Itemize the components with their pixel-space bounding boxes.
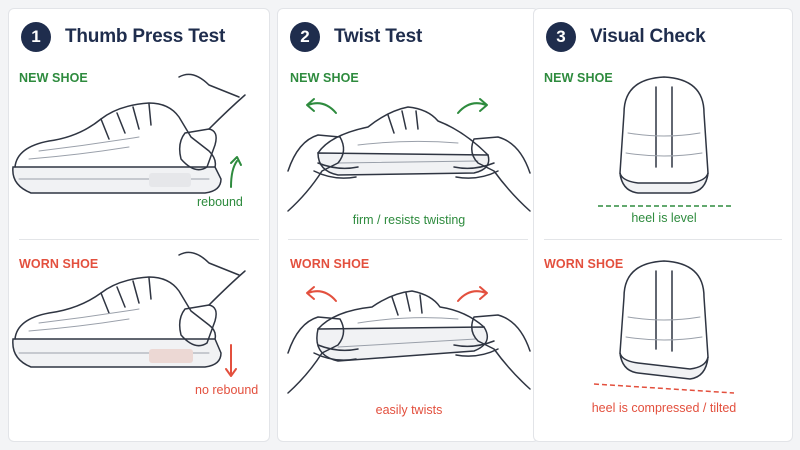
worn-shoe-label: WORN SHOE: [290, 257, 370, 271]
twist-right-arrow-icon: [457, 98, 488, 114]
worn-shoe-label: WORN SHOE: [544, 257, 624, 271]
panel-header: 2 Twist Test: [290, 21, 422, 53]
section-divider: [544, 239, 782, 240]
new-shoe-label: NEW SHOE: [544, 71, 613, 85]
panel-header: 3 Visual Check: [546, 21, 706, 53]
twist-left-arrow-icon: [306, 98, 337, 114]
new-shoe-label: NEW SHOE: [19, 71, 88, 85]
new-shoe-twist-illustration: [287, 106, 531, 212]
section-divider: [288, 239, 528, 240]
no-rebound-down-arrow-icon: [225, 344, 237, 377]
step-number-badge: 3: [546, 22, 576, 52]
easily-twists-caption: easily twists: [375, 403, 443, 417]
panel-visual-check: 3 Visual Check NEW SHOE heel is level WO…: [533, 8, 793, 442]
panel-title: Visual Check: [590, 26, 706, 47]
worn-shoe-twist-illustration: [287, 290, 531, 394]
rebound-up-arrow-icon: [230, 156, 242, 188]
section-divider: [19, 239, 259, 240]
step-number-badge: 2: [290, 22, 320, 52]
no-rebound-caption: no rebound: [195, 383, 259, 397]
heel-level-caption: heel is level: [631, 211, 697, 225]
panel-title: Twist Test: [334, 26, 423, 47]
twist-left-arrow-icon: [306, 286, 337, 302]
heel-compressed-caption: heel is compressed / tilted: [591, 401, 737, 415]
panel-header: 1 Thumb Press Test: [21, 21, 225, 53]
worn-shoe-label: WORN SHOE: [19, 257, 99, 271]
new-shoe-label: NEW SHOE: [290, 71, 359, 85]
step-number-badge: 1: [21, 22, 51, 52]
new-shoe-side-illustration: [12, 73, 246, 194]
rebound-caption: rebound: [197, 195, 243, 209]
new-shoe-heel-rear-illustration: [619, 76, 709, 194]
worn-shoe-heel-rear-illustration: [619, 260, 709, 380]
panel-twist-test: 2 Twist Test NEW SHOE firm / resists twi…: [277, 8, 539, 442]
worn-shoe-side-illustration: [12, 251, 246, 368]
panel-title: Thumb Press Test: [65, 26, 226, 47]
level-guide-line: [598, 205, 734, 207]
twist-right-arrow-icon: [457, 286, 488, 302]
tilt-guide-line: [593, 383, 735, 394]
firm-caption: firm / resists twisting: [352, 213, 466, 227]
panel-thumb-press-test: 1 Thumb Press Test NEW SHOE rebound WORN…: [8, 8, 270, 442]
